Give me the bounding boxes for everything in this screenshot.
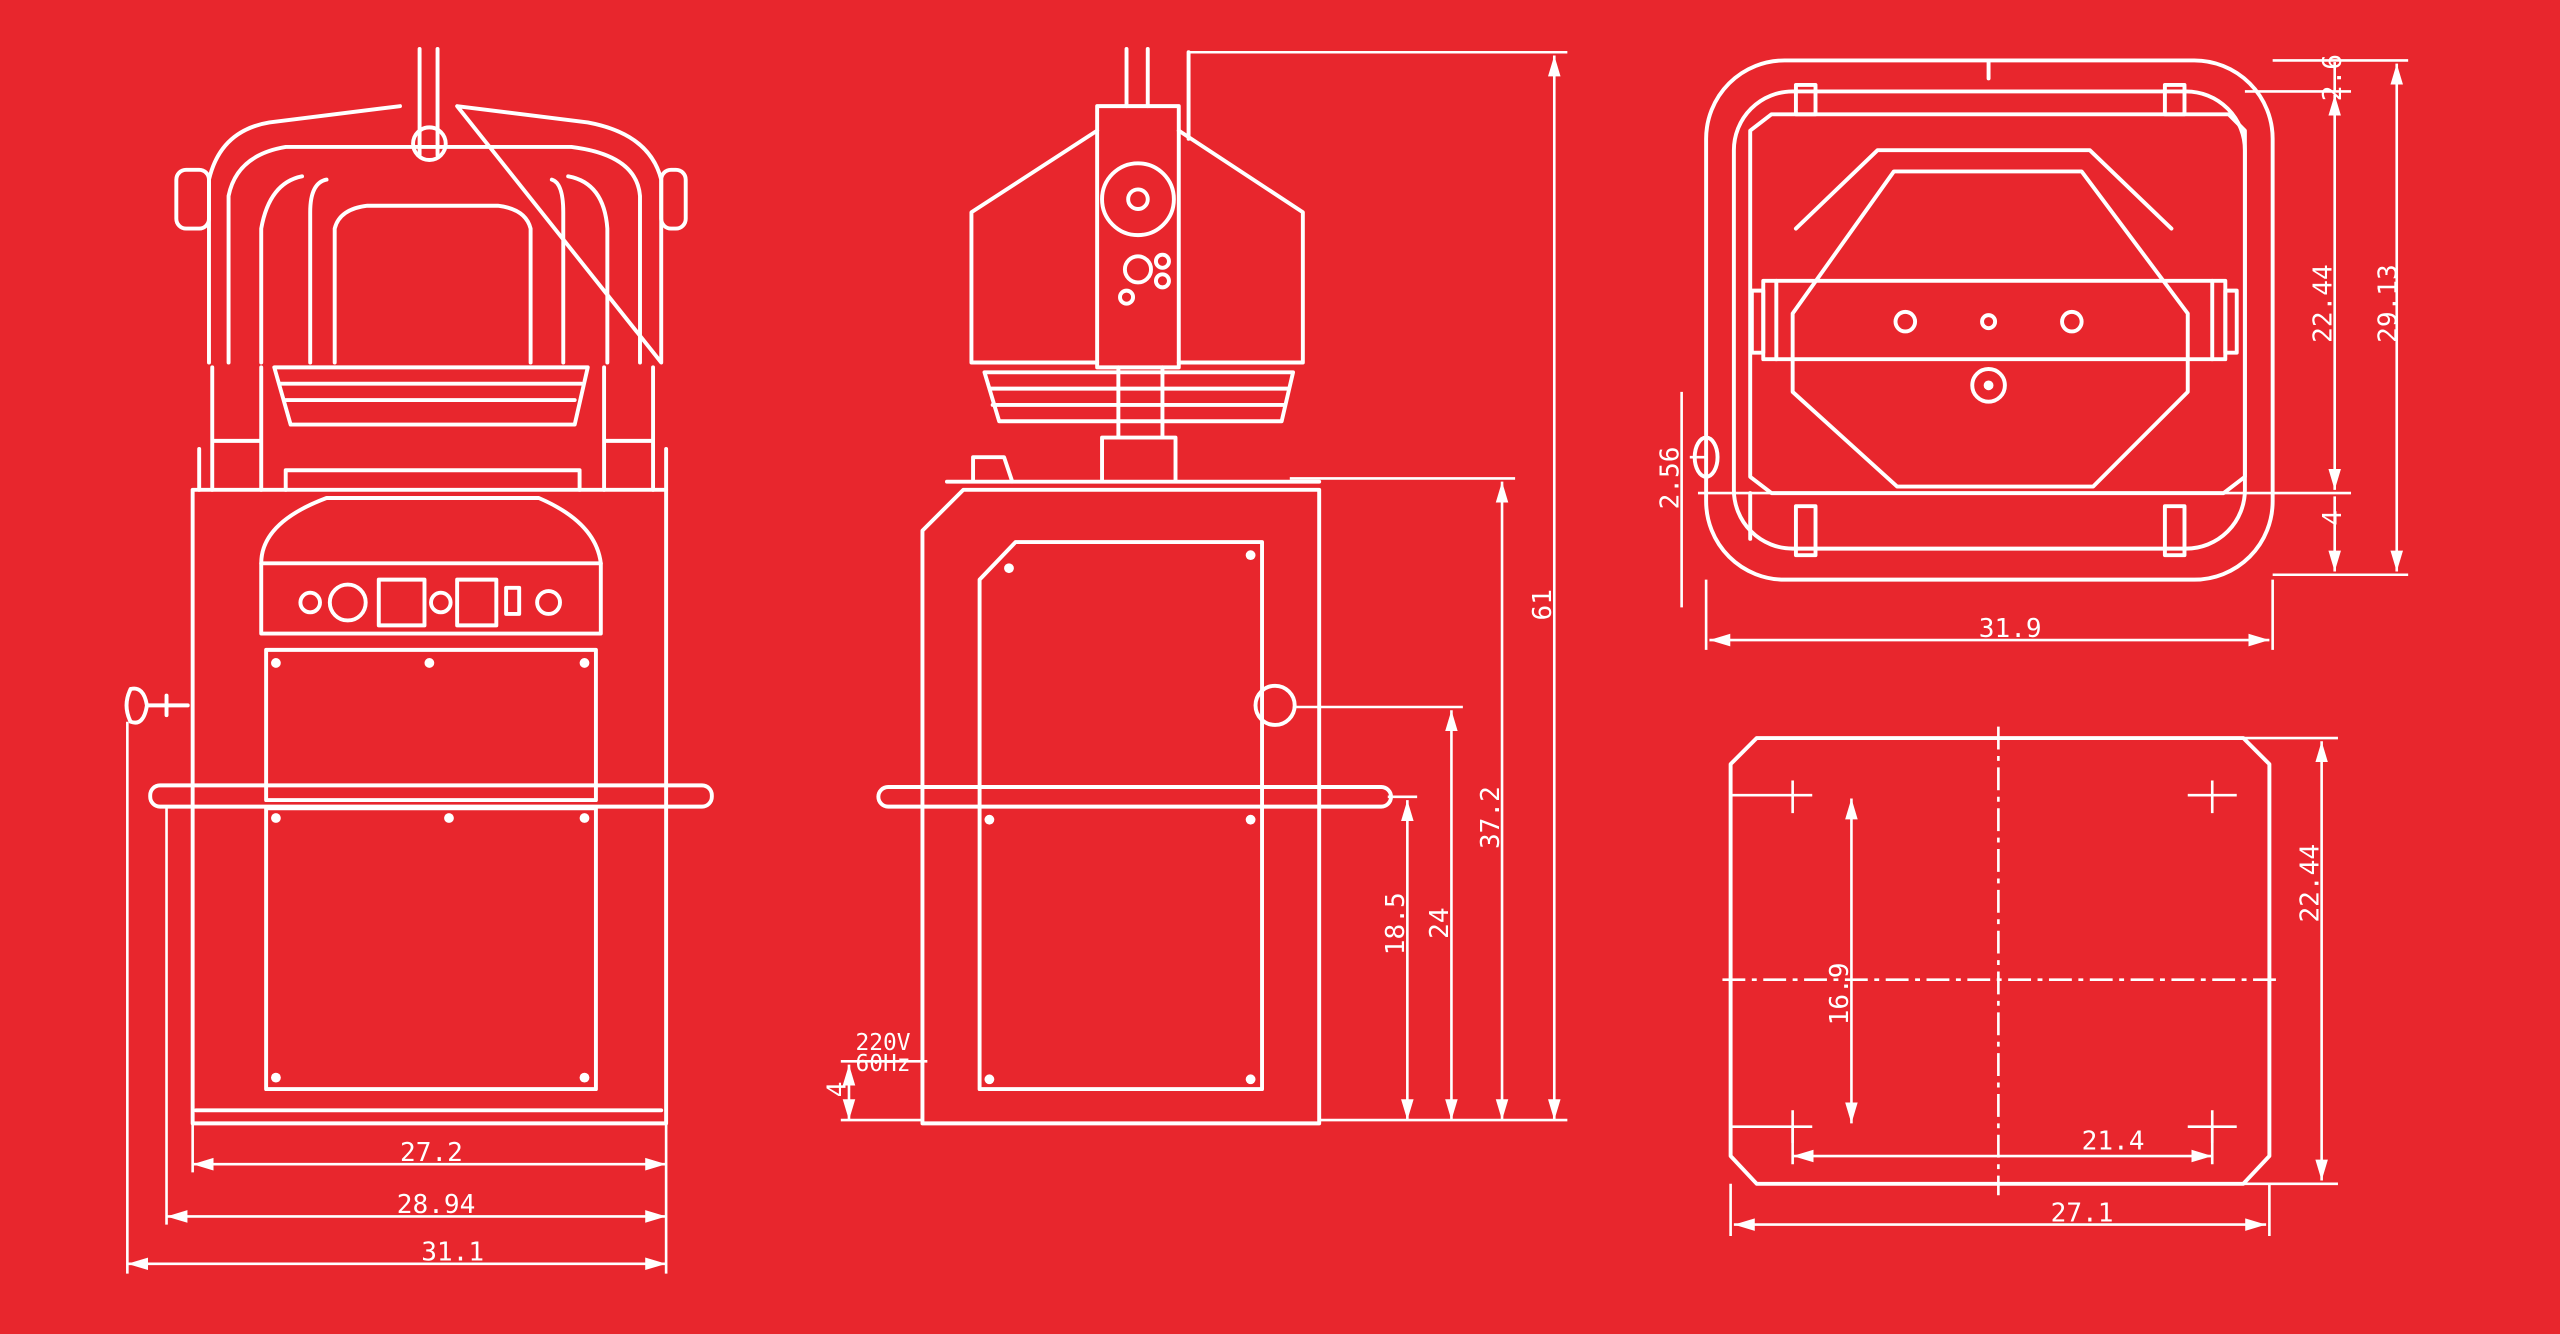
side-body [920, 487, 1322, 1126]
side-extension-lines [840, 50, 1568, 1122]
side-control-4 [1118, 288, 1136, 306]
side-wing-left [969, 128, 1100, 365]
dim-label-footprint-depth: 22.44 [2295, 844, 2325, 923]
front-body [190, 487, 669, 1126]
top-inner-frame [1731, 89, 2247, 551]
control-dial [376, 577, 427, 628]
front-panel-screws [271, 658, 590, 1083]
dim-label-handle-height: 18.5 [1381, 892, 1411, 955]
top-brackets [1793, 58, 2187, 558]
front-side-knob [124, 686, 190, 725]
side-knob [1253, 683, 1297, 727]
top-center-boss-dot [1983, 380, 1994, 391]
side-stem [1124, 47, 1191, 141]
dim-label-top-offset: 2.6 [2318, 54, 2348, 101]
footprint-mount-holes [1730, 780, 2237, 1143]
dim-label-plug-height: 4 [823, 1082, 853, 1098]
dim-label-inner-width: 27.2 [400, 1138, 463, 1168]
control-light-2 [429, 590, 453, 615]
top-hole-left [1893, 309, 1918, 334]
side-wheel-hub [1126, 187, 1150, 211]
top-center-boss [1970, 367, 2007, 404]
control-selector [455, 577, 499, 628]
dim-label-knob-offset: 2.56 [1655, 447, 1685, 510]
front-view: 27.2 28.94 31.1 [124, 47, 714, 1274]
top-hole-right [2060, 309, 2084, 334]
side-view: 61 37.2 24 18.5 4 220V 60Hz [823, 47, 1568, 1126]
power-label-frequency: 60Hz [856, 1051, 911, 1077]
footprint-extension-lines [1729, 736, 2338, 1237]
side-control-2 [1153, 252, 1171, 270]
dim-label-inner-depth: 22.44 [2308, 264, 2338, 343]
dim-label-hole-spacing-depth: 16.9 [1825, 963, 1855, 1026]
top-hole-center [1980, 313, 1998, 331]
side-neck [944, 365, 1322, 484]
dim-label-footprint-width: 27.1 [2051, 1198, 2114, 1228]
front-handle-bar [148, 783, 714, 809]
side-control-3 [1153, 272, 1171, 290]
dim-label-overall-width: 31.1 [421, 1238, 484, 1268]
control-switch [504, 585, 522, 616]
dim-label-bottom-offset: 4 [2318, 510, 2348, 526]
front-lower-panel [264, 806, 598, 1092]
top-divider-octagon [1790, 169, 2190, 489]
side-wing-right [1176, 128, 1305, 365]
side-plate [982, 370, 1296, 424]
side-wheel [1100, 161, 1176, 238]
control-light-3 [535, 589, 562, 616]
footprint-view: 22.44 16.9 21.4 27.1 [1722, 726, 2338, 1237]
control-panel [259, 561, 603, 636]
side-handle-bar [876, 785, 1393, 809]
front-legs [197, 365, 669, 492]
side-column [1095, 104, 1181, 370]
top-tray [1748, 112, 2247, 541]
dim-label-overall-depth: 29.13 [2374, 264, 2404, 343]
dim-label-handle-width: 28.94 [397, 1190, 476, 1220]
side-door [977, 540, 1264, 1092]
top-crossbar-ends [1749, 278, 2239, 362]
control-light-1 [298, 590, 322, 615]
front-stem [417, 47, 440, 158]
side-control-1 [1122, 254, 1153, 285]
top-extension-lines [1680, 59, 2409, 650]
dim-label-top-width: 31.9 [1979, 614, 2042, 644]
side-door-screws [984, 550, 1256, 1085]
dim-label-table-height: 37.2 [1476, 786, 1506, 849]
footprint-outline [1728, 736, 2272, 1186]
control-button-main [327, 582, 368, 623]
front-extension-lines [126, 721, 668, 1274]
front-stem-hole [411, 125, 448, 162]
dim-label-knob-height: 24 [1425, 907, 1455, 938]
front-dome-inner [226, 144, 642, 365]
power-label-voltage: 220V [856, 1030, 911, 1056]
front-knob-right [659, 167, 688, 231]
front-upper-panel [264, 647, 598, 803]
front-plate [272, 365, 590, 427]
dim-label-overall-height: 61 [1528, 589, 1558, 620]
top-divider-hood [1793, 148, 2174, 231]
top-view: 2.6 22.44 29.13 2.56 4 31.9 [1655, 54, 2409, 650]
dim-label-hole-spacing-width: 21.4 [2082, 1126, 2145, 1156]
front-dome [207, 104, 664, 365]
front-knob-left [174, 167, 211, 231]
